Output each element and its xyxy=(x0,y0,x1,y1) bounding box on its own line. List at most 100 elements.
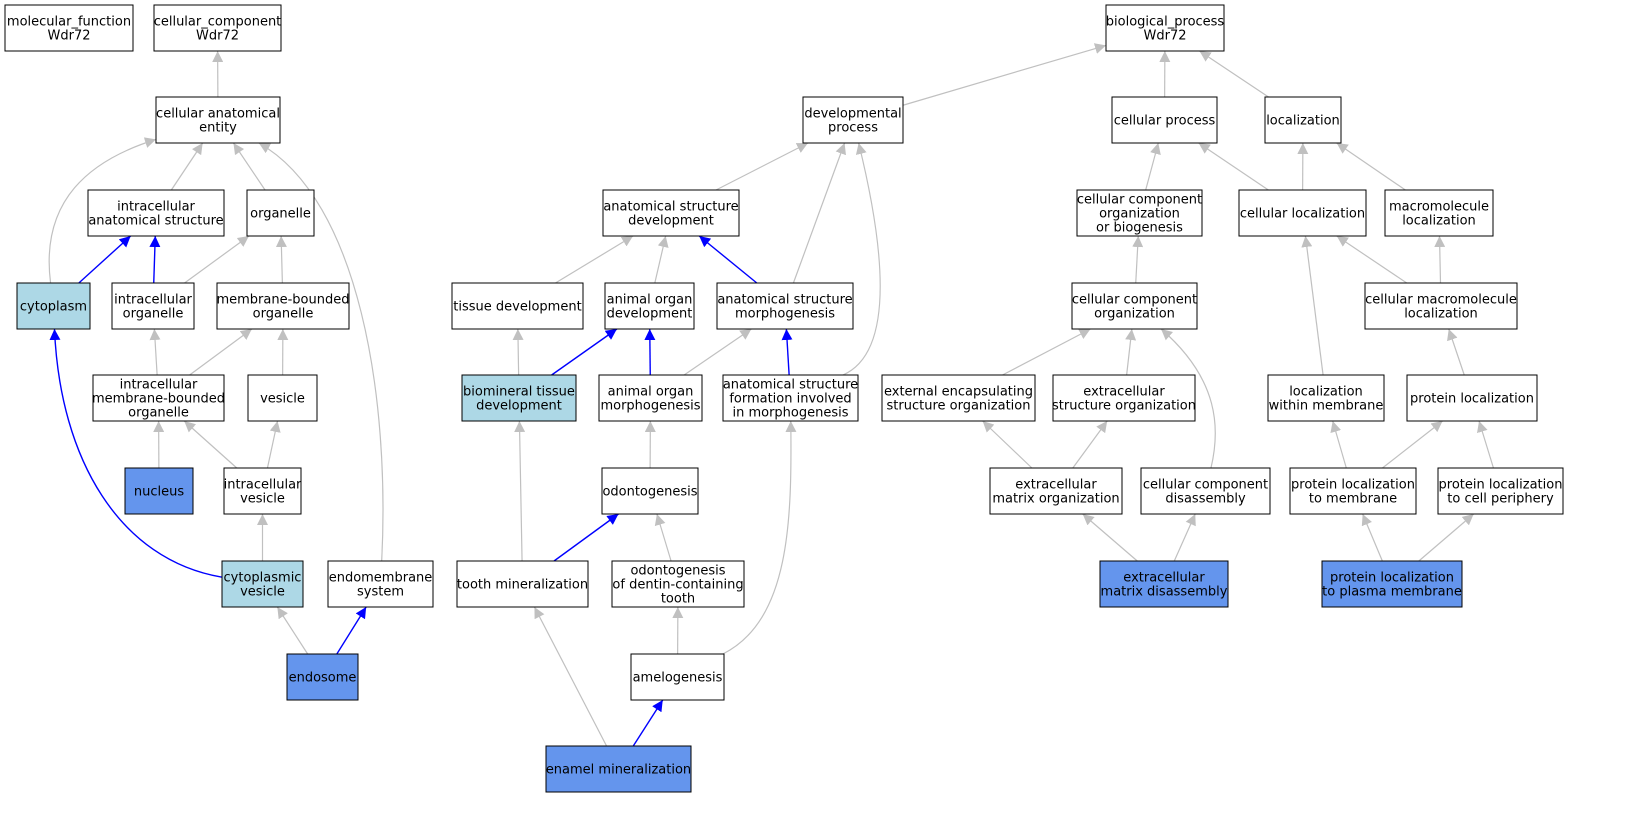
edge-intracellular-vesicle-to-intracellular-membrane-bounded-organelle xyxy=(183,420,238,469)
node-label-line: disassembly xyxy=(1165,492,1246,507)
node-box xyxy=(16,282,91,330)
node-label-line: development xyxy=(476,399,562,414)
node-label-line: macromolecule xyxy=(1389,200,1489,215)
node-protein-localization[interactable]: protein localization xyxy=(1406,374,1538,422)
node-tissue-development[interactable]: tissue development xyxy=(451,282,584,330)
edge-intracellular-membrane-bounded-organelle-to-intracellular-organelle xyxy=(149,328,161,376)
edge-anatomical-structure-morphogenesis-to-developmental-process xyxy=(792,142,846,284)
edge-tooth-mineralization-to-odontogenesis xyxy=(553,513,619,562)
node-box xyxy=(1076,189,1203,237)
edge-cellular-macromolecule-localization-to-cellular-localization xyxy=(1336,235,1408,284)
node-box xyxy=(223,467,302,515)
node-box xyxy=(881,374,1036,422)
node-label-line: anatomical structure xyxy=(603,200,738,215)
edge-localization-within-membrane-to-cellular-localization xyxy=(1301,235,1324,376)
node-enamel-mineralization[interactable]: enamel mineralization xyxy=(545,745,692,793)
node-box xyxy=(802,96,904,144)
node-tooth-mineralization[interactable]: tooth mineralization xyxy=(456,560,589,608)
node-label-line: organelle xyxy=(253,307,314,322)
edge-biomineral-tissue-development-to-tissue-development xyxy=(512,328,524,376)
node-localization[interactable]: localization xyxy=(1264,96,1342,144)
node-endosome[interactable]: endosome xyxy=(286,653,359,701)
node-box xyxy=(1289,467,1417,515)
edge-macromolecule-localization-to-localization xyxy=(1336,142,1406,191)
edge-cellular-macromolecule-localization-to-macromolecule-localization xyxy=(1434,235,1446,284)
node-box xyxy=(1071,282,1198,330)
edge-protein-localization-to-plasma-membrane-to-protein-localization-to-membrane xyxy=(1361,513,1383,562)
node-cellular-localization[interactable]: cellular localization xyxy=(1238,189,1367,237)
node-label-line: anatomical structure xyxy=(723,378,858,393)
node-label-line: localization xyxy=(1266,114,1340,129)
node-box xyxy=(1238,189,1367,237)
edge-endosome-to-endomembrane-system xyxy=(336,606,367,655)
node-label-line: odontogenesis xyxy=(602,485,697,500)
node-box xyxy=(456,560,589,608)
node-box xyxy=(1437,467,1564,515)
node-odontogenesis[interactable]: odontogenesis xyxy=(601,467,699,515)
edge-protein-localization-to-cell-periphery-to-protein-localization xyxy=(1477,420,1495,469)
node-label-line: cellular component xyxy=(1072,293,1197,308)
node-label-line: extracellular xyxy=(1083,385,1165,400)
edge-extracellular-structure-organization-to-cellular-component-organization xyxy=(1125,328,1137,376)
edge-anatomical-structure-formation-to-anatomical-structure-morphogenesis xyxy=(781,328,793,376)
node-label-line: structure organization xyxy=(887,399,1031,414)
node-vesicle[interactable]: vesicle xyxy=(247,374,318,422)
node-label-line: developmental xyxy=(804,107,901,122)
node-nucleus[interactable]: nucleus xyxy=(124,467,194,515)
edge-endosome-to-cytoplasmic-vesicle xyxy=(276,606,309,655)
edge-organelle-to-cellular-anatomical-entity xyxy=(232,142,266,191)
node-box xyxy=(1321,560,1463,608)
node-box xyxy=(601,467,699,515)
node-box xyxy=(1052,374,1196,422)
node-label-line: or biogenesis xyxy=(1096,221,1183,236)
node-box xyxy=(1099,560,1229,608)
node-label-line: cellular component xyxy=(1077,193,1202,208)
edge-cytoplasm-to-cellular-anatomical-entity xyxy=(48,137,157,284)
edge-intracellular-organelle-to-intracellular-anatomical-structure xyxy=(149,235,161,284)
node-cellular-process[interactable]: cellular process xyxy=(1111,96,1218,144)
node-cytoplasm[interactable]: cytoplasm xyxy=(16,282,91,330)
node-label-line: animal organ xyxy=(608,385,694,400)
node-box xyxy=(722,374,859,422)
node-amelogenesis[interactable]: amelogenesis xyxy=(630,653,725,701)
node-box xyxy=(1264,96,1342,144)
edge-membrane-bounded-organelle-to-organelle xyxy=(275,235,287,284)
node-organelle[interactable]: organelle xyxy=(246,189,315,237)
node-label-line: organelle xyxy=(250,207,311,222)
node-label-line: to plasma membrane xyxy=(1322,585,1462,600)
node-label-line: development xyxy=(628,214,714,229)
